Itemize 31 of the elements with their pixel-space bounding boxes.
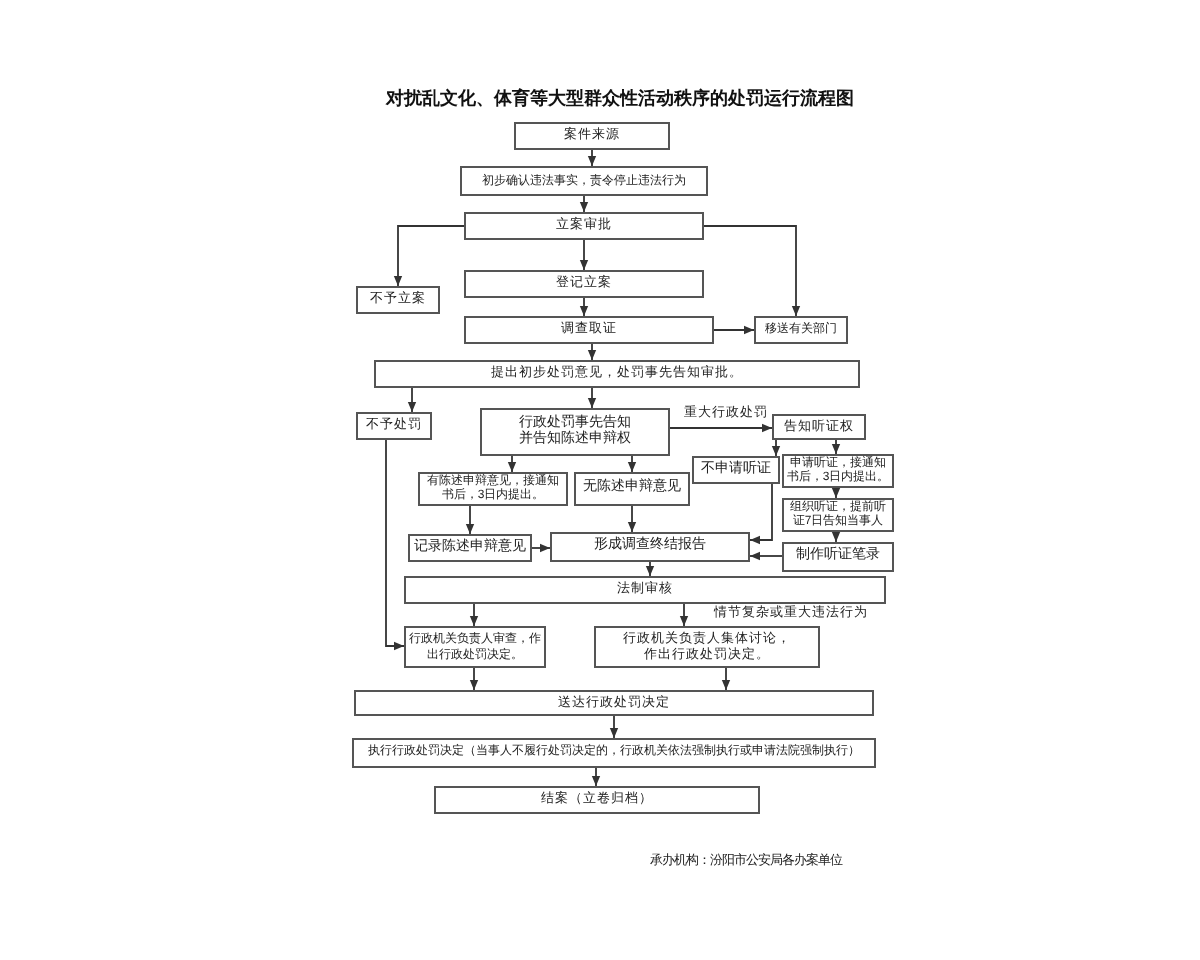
arrow	[645, 561, 655, 577]
arrow	[831, 439, 841, 455]
arrow	[627, 455, 637, 473]
arrow	[531, 543, 551, 553]
arrow	[703, 225, 801, 317]
arrow	[587, 387, 597, 409]
arrow	[587, 149, 597, 167]
title: 对扰乱文化、体育等大型群众性活动秩序的处罚运行流程图	[386, 88, 854, 109]
arrow	[679, 603, 689, 627]
arrow	[385, 439, 405, 651]
arrow	[579, 239, 589, 271]
arrow	[469, 603, 479, 627]
arrow	[627, 505, 637, 533]
arrow	[831, 487, 841, 499]
arrow	[669, 423, 773, 433]
arrow	[721, 667, 731, 691]
arrow	[579, 297, 589, 317]
arrow	[465, 505, 475, 535]
arrow	[579, 195, 589, 213]
arrow	[749, 551, 783, 561]
arrow	[591, 767, 601, 787]
arrow	[771, 439, 781, 457]
arrow	[587, 343, 597, 361]
arrow	[713, 325, 755, 335]
arrow	[749, 483, 773, 545]
arrow	[831, 531, 841, 543]
arrow	[407, 387, 417, 413]
arrow	[507, 455, 517, 473]
arrow	[469, 667, 479, 691]
arrow	[393, 225, 465, 287]
arrow	[609, 715, 619, 739]
